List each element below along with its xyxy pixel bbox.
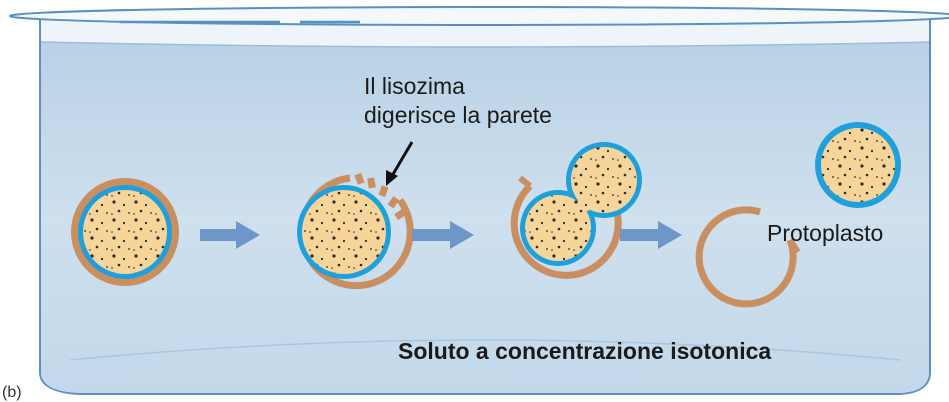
wall-fragment [354, 172, 365, 185]
free-protoplast [815, 122, 901, 208]
beaker [9, 6, 949, 395]
protoplast-emerging [510, 142, 642, 279]
wall-fragment [378, 185, 389, 198]
wall-fragment [367, 177, 376, 189]
arrow-3 [620, 221, 682, 249]
lysozyme-label-line2: digerisce la parete [364, 102, 552, 128]
beaker-rim [9, 6, 949, 26]
pointer-arrow [390, 141, 414, 177]
lysozyme-label: Il lisozima digerisce la parete [364, 72, 552, 130]
empty-cell-wall [695, 206, 801, 308]
arrow-2 [412, 221, 474, 249]
wall-fragment [394, 209, 406, 221]
panel-letter: (b) [2, 384, 22, 401]
protoplast-label: Protoplasto [767, 220, 884, 246]
intact-cell [71, 178, 179, 286]
arrow-1 [200, 221, 260, 249]
water [41, 42, 929, 393]
cell-wall-being-digested [297, 141, 414, 290]
isotonic-solution-label: Soluto a concentrazione isotonica [398, 338, 772, 364]
wall-fragment [387, 196, 400, 209]
lysozyme-label-line1: Il lisozima [364, 73, 465, 99]
